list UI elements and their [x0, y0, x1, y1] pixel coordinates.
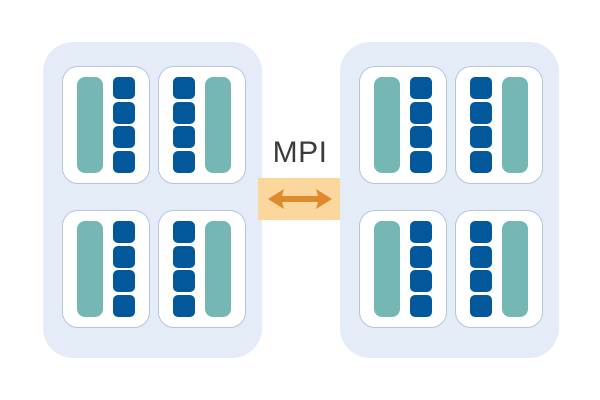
socket-card-right-top-right: [455, 66, 543, 184]
core-square: [470, 245, 492, 268]
core-square: [173, 77, 195, 99]
core-square: [173, 270, 195, 293]
memory-bar: [374, 77, 400, 173]
core-square: [410, 101, 432, 124]
memory-bar: [502, 221, 528, 317]
core-square: [470, 221, 492, 243]
core-square: [410, 221, 432, 243]
core-square: [173, 101, 195, 124]
core-square: [470, 150, 492, 173]
core-square: [173, 221, 195, 243]
socket-card-left-top-left: [62, 66, 150, 184]
memory-bar: [77, 221, 103, 317]
core-column: [113, 77, 135, 173]
core-square: [113, 77, 135, 99]
socket-card-right-bottom-right: [455, 210, 543, 328]
core-column: [470, 77, 492, 173]
core-square: [470, 101, 492, 124]
socket-card-left-top-right: [158, 66, 246, 184]
core-square: [410, 126, 432, 149]
mpi-link-box: [258, 178, 342, 220]
core-column: [173, 221, 195, 317]
core-square: [410, 294, 432, 317]
core-column: [410, 77, 432, 173]
socket-card-left-bottom-right: [158, 210, 246, 328]
memory-bar: [205, 77, 231, 173]
memory-bar: [502, 77, 528, 173]
core-column: [410, 221, 432, 317]
socket-card-left-bottom-left: [62, 210, 150, 328]
core-square: [410, 150, 432, 173]
core-square: [470, 294, 492, 317]
socket-card-right-bottom-left: [359, 210, 447, 328]
core-square: [113, 101, 135, 124]
core-square: [113, 126, 135, 149]
core-square: [470, 270, 492, 293]
core-square: [410, 270, 432, 293]
core-square: [410, 77, 432, 99]
memory-bar: [205, 221, 231, 317]
core-square: [113, 270, 135, 293]
node-panel-right: [340, 42, 559, 358]
core-column: [113, 221, 135, 317]
socket-card-right-top-left: [359, 66, 447, 184]
memory-bar: [374, 221, 400, 317]
core-square: [470, 126, 492, 149]
core-square: [113, 150, 135, 173]
core-square: [113, 294, 135, 317]
node-panel-left: [43, 42, 262, 358]
core-column: [173, 77, 195, 173]
double-headed-horizontal-arrow-icon: [267, 186, 333, 212]
memory-bar: [77, 77, 103, 173]
core-column: [470, 221, 492, 317]
core-square: [410, 245, 432, 268]
core-square: [173, 294, 195, 317]
core-square: [173, 126, 195, 149]
core-square: [173, 245, 195, 268]
core-square: [113, 221, 135, 243]
core-square: [470, 77, 492, 99]
core-square: [113, 245, 135, 268]
mpi-label: MPI: [272, 136, 328, 169]
core-square: [173, 150, 195, 173]
